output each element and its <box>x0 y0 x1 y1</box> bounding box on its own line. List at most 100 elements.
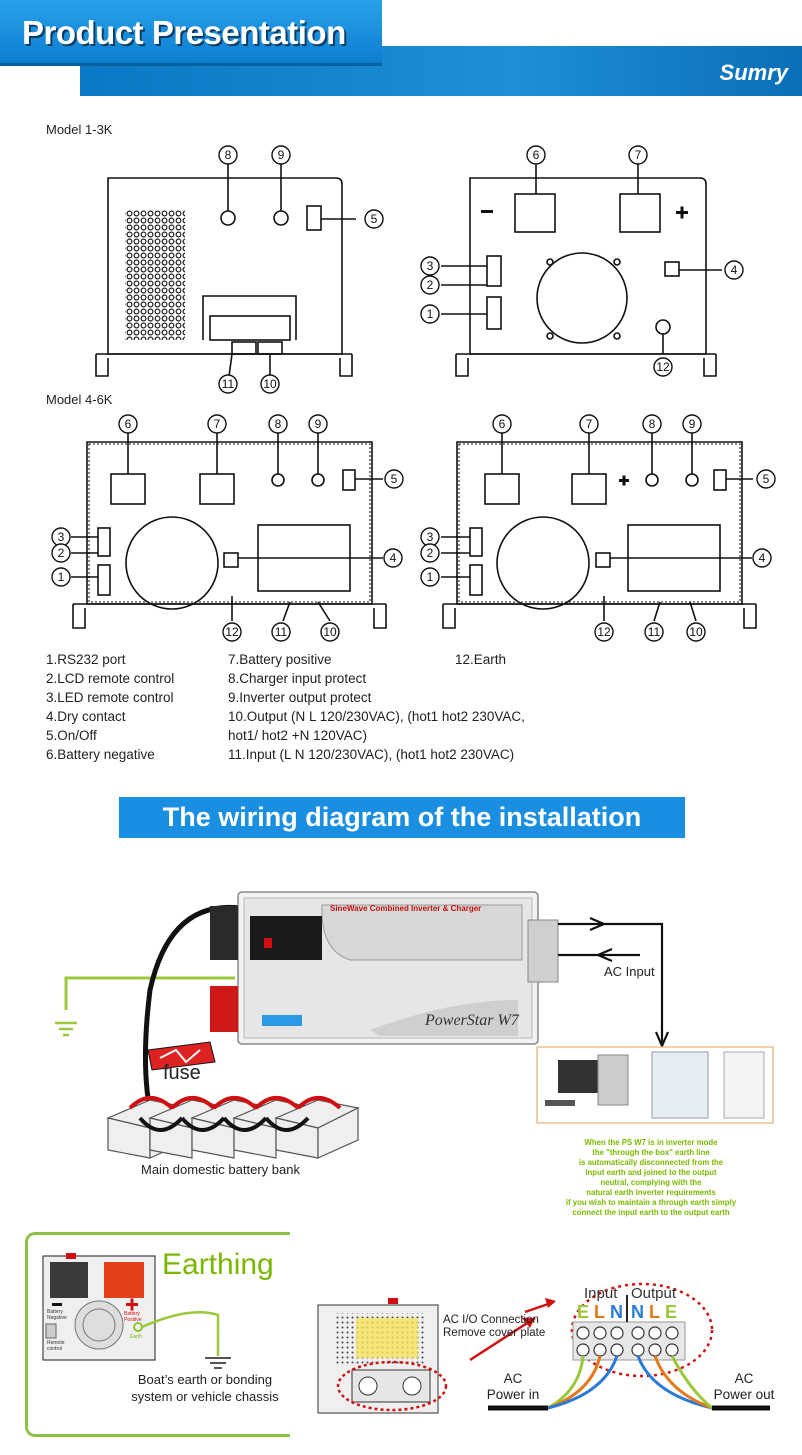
svg-text:3: 3 <box>427 530 434 544</box>
battery-bank <box>106 1096 360 1159</box>
model-1-3k-label: Model 1-3K <box>46 122 113 137</box>
legend-item: 8.Charger input protect <box>228 671 367 686</box>
svg-text:5: 5 <box>763 472 770 486</box>
svg-text:4: 4 <box>731 263 738 277</box>
ac-io-unit <box>317 1298 448 1414</box>
legend-item: 3.LED remote control <box>46 690 174 705</box>
callout-4-a: 4 <box>724 260 744 280</box>
callout-2-b: 2 <box>51 543 71 563</box>
callout-10-a: 10 <box>260 374 280 394</box>
boat-line: Boat’s earth or bonding <box>137 1372 273 1387</box>
inverter-brand: PowerStar W7 <box>425 1012 519 1029</box>
callout-4-b: 4 <box>383 548 403 568</box>
callout-3-a: 3 <box>420 256 440 276</box>
svg-text:5: 5 <box>371 212 378 226</box>
pointer-arrow <box>469 1316 536 1362</box>
input-label: Input <box>584 1285 618 1302</box>
ac-io-connection-label: AC I/O Connection Remove cover plate <box>443 1314 545 1340</box>
power-in-line: AC <box>503 1371 523 1386</box>
legend-column-3: 12.Earth <box>455 650 506 669</box>
wiring-section-banner: The wiring diagram of the installation <box>119 797 685 838</box>
inverter-unit <box>210 891 559 1045</box>
callout-2-a: 2 <box>420 275 440 295</box>
svg-text:9: 9 <box>278 148 285 162</box>
svg-text:9: 9 <box>315 417 322 431</box>
callout-6-c: 6 <box>492 414 512 434</box>
callout-11-b: 11 <box>271 622 291 642</box>
callout-1-c: 1 <box>420 567 440 587</box>
svg-text:2: 2 <box>427 546 434 560</box>
terminal-block <box>488 1282 770 1411</box>
appliances-panel <box>536 1046 774 1124</box>
model-1-3k-rear-panel <box>441 164 722 377</box>
svg-text:7: 7 <box>214 417 221 431</box>
callout-3-b: 3 <box>51 527 71 547</box>
svg-text:12: 12 <box>225 625 239 639</box>
acio-line: AC I/O Connection <box>443 1314 539 1326</box>
inverter-title: SineWave Combined Inverter & Charger <box>330 904 482 913</box>
callout-8-b: 8 <box>268 414 288 434</box>
page-title: Product Presentation <box>22 14 346 51</box>
callout-11-a: 11 <box>218 374 238 394</box>
minus-icon <box>481 210 493 213</box>
svg-text:8: 8 <box>225 148 232 162</box>
note-line: When the PS W7 is in inverter mode <box>584 1138 718 1147</box>
model-4-6k-right-panel <box>441 431 757 629</box>
note-line: is automatically disconnected from the <box>578 1158 724 1167</box>
callout-9-c: 9 <box>682 414 702 434</box>
svg-text:3: 3 <box>58 530 65 544</box>
earthing-wire <box>141 1311 220 1356</box>
ground-icon-2 <box>205 1357 231 1369</box>
svg-text:6: 6 <box>125 417 132 431</box>
legend-item: 9.Inverter output protect <box>228 690 372 705</box>
callout-1-a: 1 <box>420 304 440 324</box>
terminal-l-out: L <box>649 1302 660 1322</box>
wiring-section-title: The wiring diagram of the installation <box>162 802 642 832</box>
callout-8-c: 8 <box>642 414 662 434</box>
wiring-diagram <box>42 891 774 1414</box>
callout-2-c: 2 <box>420 543 440 563</box>
boat-line: system or vehicle chassis <box>131 1389 279 1404</box>
legend-column-2: 7.Battery positive 8.Charger input prote… <box>228 650 525 764</box>
svg-text:12: 12 <box>656 360 670 374</box>
svg-text:12: 12 <box>597 625 611 639</box>
model-4-6k-label: Model 4-6K <box>46 392 113 407</box>
ac-input-wires <box>558 916 670 1049</box>
terminal-n-out: N <box>631 1302 644 1322</box>
note-line: neutral, complying with the <box>600 1178 702 1187</box>
svg-text:1: 1 <box>427 570 434 584</box>
callout-8-a: 8 <box>218 145 238 165</box>
earth-small-label: Earth <box>130 1334 142 1340</box>
callout-12-b: 12 <box>222 622 242 642</box>
note-line: natural earth inverter requirements <box>586 1188 716 1197</box>
ac-power-in-label: AC Power in <box>478 1371 548 1403</box>
callout-6-a: 6 <box>526 145 546 165</box>
battery-negative-cable <box>142 904 241 1121</box>
ground-icon-1 <box>55 1021 77 1037</box>
minus-icon <box>52 1303 62 1306</box>
callout-5-a: 5 <box>364 209 384 229</box>
model-1-3k-front-panel <box>95 164 356 385</box>
svg-text:9: 9 <box>689 417 696 431</box>
ac-input-label: AC Input <box>604 964 655 979</box>
output-label: Output <box>631 1285 677 1302</box>
note-line: the "through the box" earth line <box>592 1148 710 1157</box>
terminal-n-in: N <box>610 1302 623 1322</box>
svg-text:3: 3 <box>427 259 434 273</box>
earth-note: When the PS W7 is in inverter mode the "… <box>540 1138 762 1218</box>
fuse-icon <box>147 1041 216 1071</box>
battery-bank-label: Main domestic battery bank <box>141 1162 300 1177</box>
terminal-e-in: E <box>577 1302 590 1322</box>
legend-column-1: 1.RS232 port 2.LCD remote control 3.LED … <box>46 650 174 764</box>
callout-12-a: 12 <box>653 357 673 377</box>
svg-text:11: 11 <box>222 377 235 391</box>
terminal-l-in: L <box>594 1302 605 1322</box>
brand-logo: Sumry <box>719 60 788 85</box>
fuse-label: fuse <box>163 1062 201 1084</box>
callout-5-b: 5 <box>384 469 404 489</box>
header-tab: Product Presentation <box>0 0 382 66</box>
legend-item: 11.Input (L N 120/230VAC), (hot1 hot2 23… <box>228 747 515 762</box>
svg-text:5: 5 <box>391 472 398 486</box>
callout-5-c: 5 <box>756 469 776 489</box>
callout-3-c: 3 <box>420 527 440 547</box>
